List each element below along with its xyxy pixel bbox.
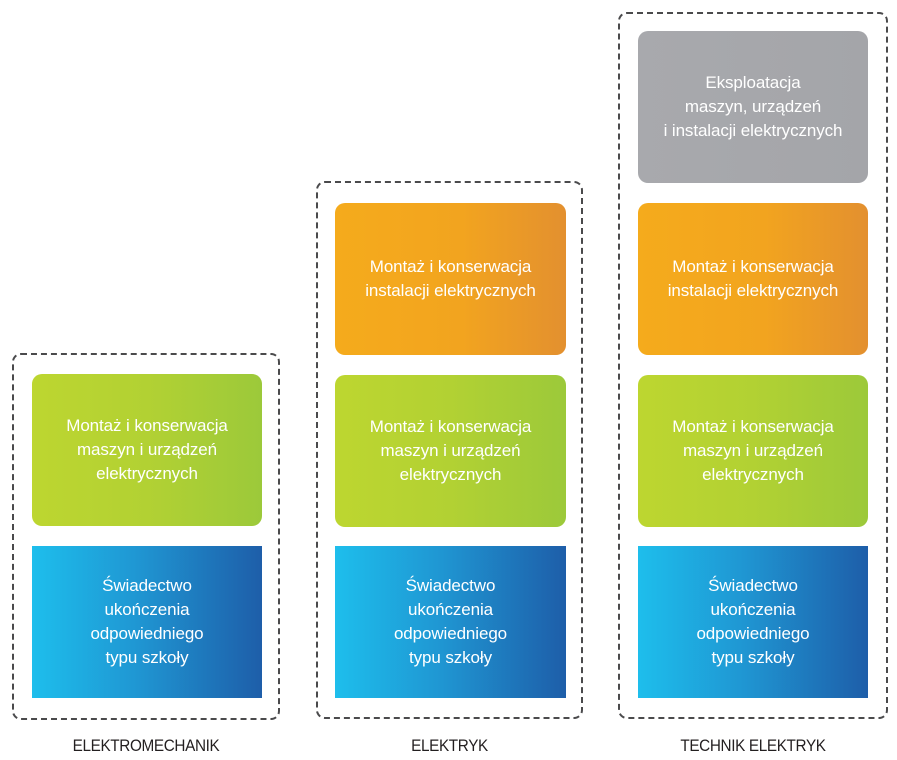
block-swiadectwo: Świadectwo ukończenia odpowiedniego typu… — [638, 546, 868, 698]
column-frame-elektromechanik — [12, 353, 280, 720]
column-label-elektromechanik: ELEKTROMECHANIK — [72, 736, 220, 755]
block-montaz-maszyn: Montaż i konserwacja maszyn i urządzeń e… — [335, 375, 566, 527]
block-text: Montaż i konserwacja instalacji elektryc… — [365, 257, 536, 300]
column-frame-elektryk — [316, 181, 583, 719]
block-swiadectwo: Świadectwo ukończenia odpowiedniego typu… — [32, 546, 262, 698]
column-label-elektryk: ELEKTRYK — [411, 736, 488, 755]
block-montaz-maszyn: Montaż i konserwacja maszyn i urządzeń e… — [32, 374, 262, 526]
block-text: Montaż i konserwacja maszyn i urządzeń e… — [66, 416, 228, 483]
block-text: Montaż i konserwacja maszyn i urządzeń e… — [672, 417, 834, 484]
block-text: Eksploatacja maszyn, urządzeń i instalac… — [663, 73, 843, 140]
block-montaz-maszyn: Montaż i konserwacja maszyn i urządzeń e… — [638, 375, 868, 527]
block-text: Montaż i konserwacja maszyn i urządzeń e… — [369, 417, 532, 484]
block-swiadectwo: Świadectwo ukończenia odpowiedniego typu… — [335, 546, 566, 698]
column-frame-technik-elektryk — [618, 12, 888, 719]
block-eksploatacja: Eksploatacja maszyn, urządzeń i instalac… — [638, 31, 868, 183]
block-text: Świadectwo ukończenia odpowiedniego typu… — [90, 576, 204, 667]
block-text: Świadectwo ukończenia odpowiedniego typu… — [393, 576, 508, 667]
block-text: Montaż i konserwacja instalacji elektryc… — [667, 257, 839, 300]
block-montaz-instalacji: Montaż i konserwacja instalacji elektryc… — [638, 203, 868, 355]
block-text: Świadectwo ukończenia odpowiedniego typu… — [696, 576, 810, 667]
block-montaz-instalacji: Montaż i konserwacja instalacji elektryc… — [335, 203, 566, 355]
column-label-technik-elektryk: TECHNIK ELEKTRYK — [680, 736, 826, 755]
